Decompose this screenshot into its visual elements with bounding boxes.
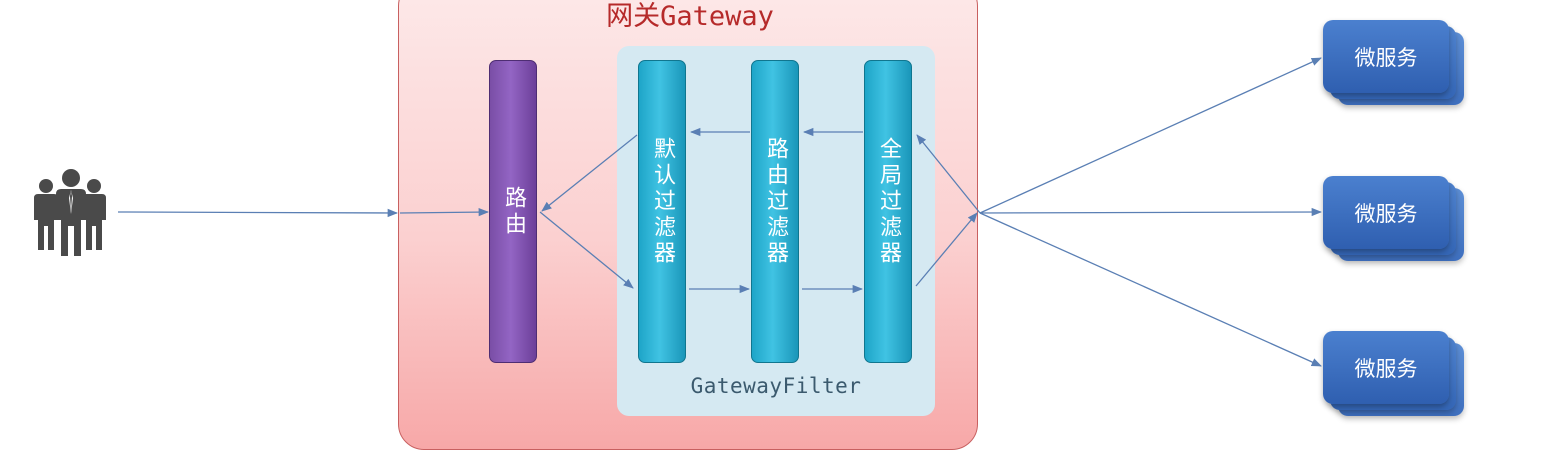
arrow-exit-to-global-return — [916, 134, 981, 214]
arrow-gateway-to-route — [399, 207, 490, 217]
global-filter-label: 全局过滤器 — [876, 137, 901, 267]
microservice-box-3: 微服务 — [1323, 331, 1464, 416]
arrow-exit-to-service-3 — [979, 212, 1322, 367]
filter-group-label: GatewayFilter — [690, 374, 862, 398]
microservice-box-2: 微服务 — [1323, 176, 1464, 261]
route-bar: 路由 — [489, 60, 537, 363]
microservice-box-1: 微服务 — [1323, 20, 1464, 105]
gateway-title: 网关Gateway — [606, 1, 774, 32]
route-label: 路由 — [501, 185, 526, 238]
microservice-label-2: 微服务 — [1323, 176, 1449, 249]
arrow-route-to-default-filter — [539, 211, 634, 289]
route-filter-label: 路由过滤器 — [763, 137, 788, 267]
route-filter-bar: 路由过滤器 — [751, 60, 799, 363]
connector-lines — [117, 57, 1323, 367]
microservice-label-3: 微服务 — [1323, 331, 1449, 404]
users-group-icon — [34, 169, 106, 256]
arrow-default-to-route-return — [541, 134, 638, 212]
arrow-client-to-gateway — [117, 208, 399, 218]
microservice-label-1: 微服务 — [1323, 20, 1449, 93]
default-filter-bar: 默认过滤器 — [638, 60, 686, 363]
arrow-exit-to-service-1 — [979, 57, 1322, 214]
global-filter-bar: 全局过滤器 — [864, 60, 912, 363]
arrow-exit-to-service-2 — [979, 207, 1323, 217]
arrow-global-to-exit — [915, 212, 978, 287]
default-filter-label: 默认过滤器 — [650, 137, 675, 267]
